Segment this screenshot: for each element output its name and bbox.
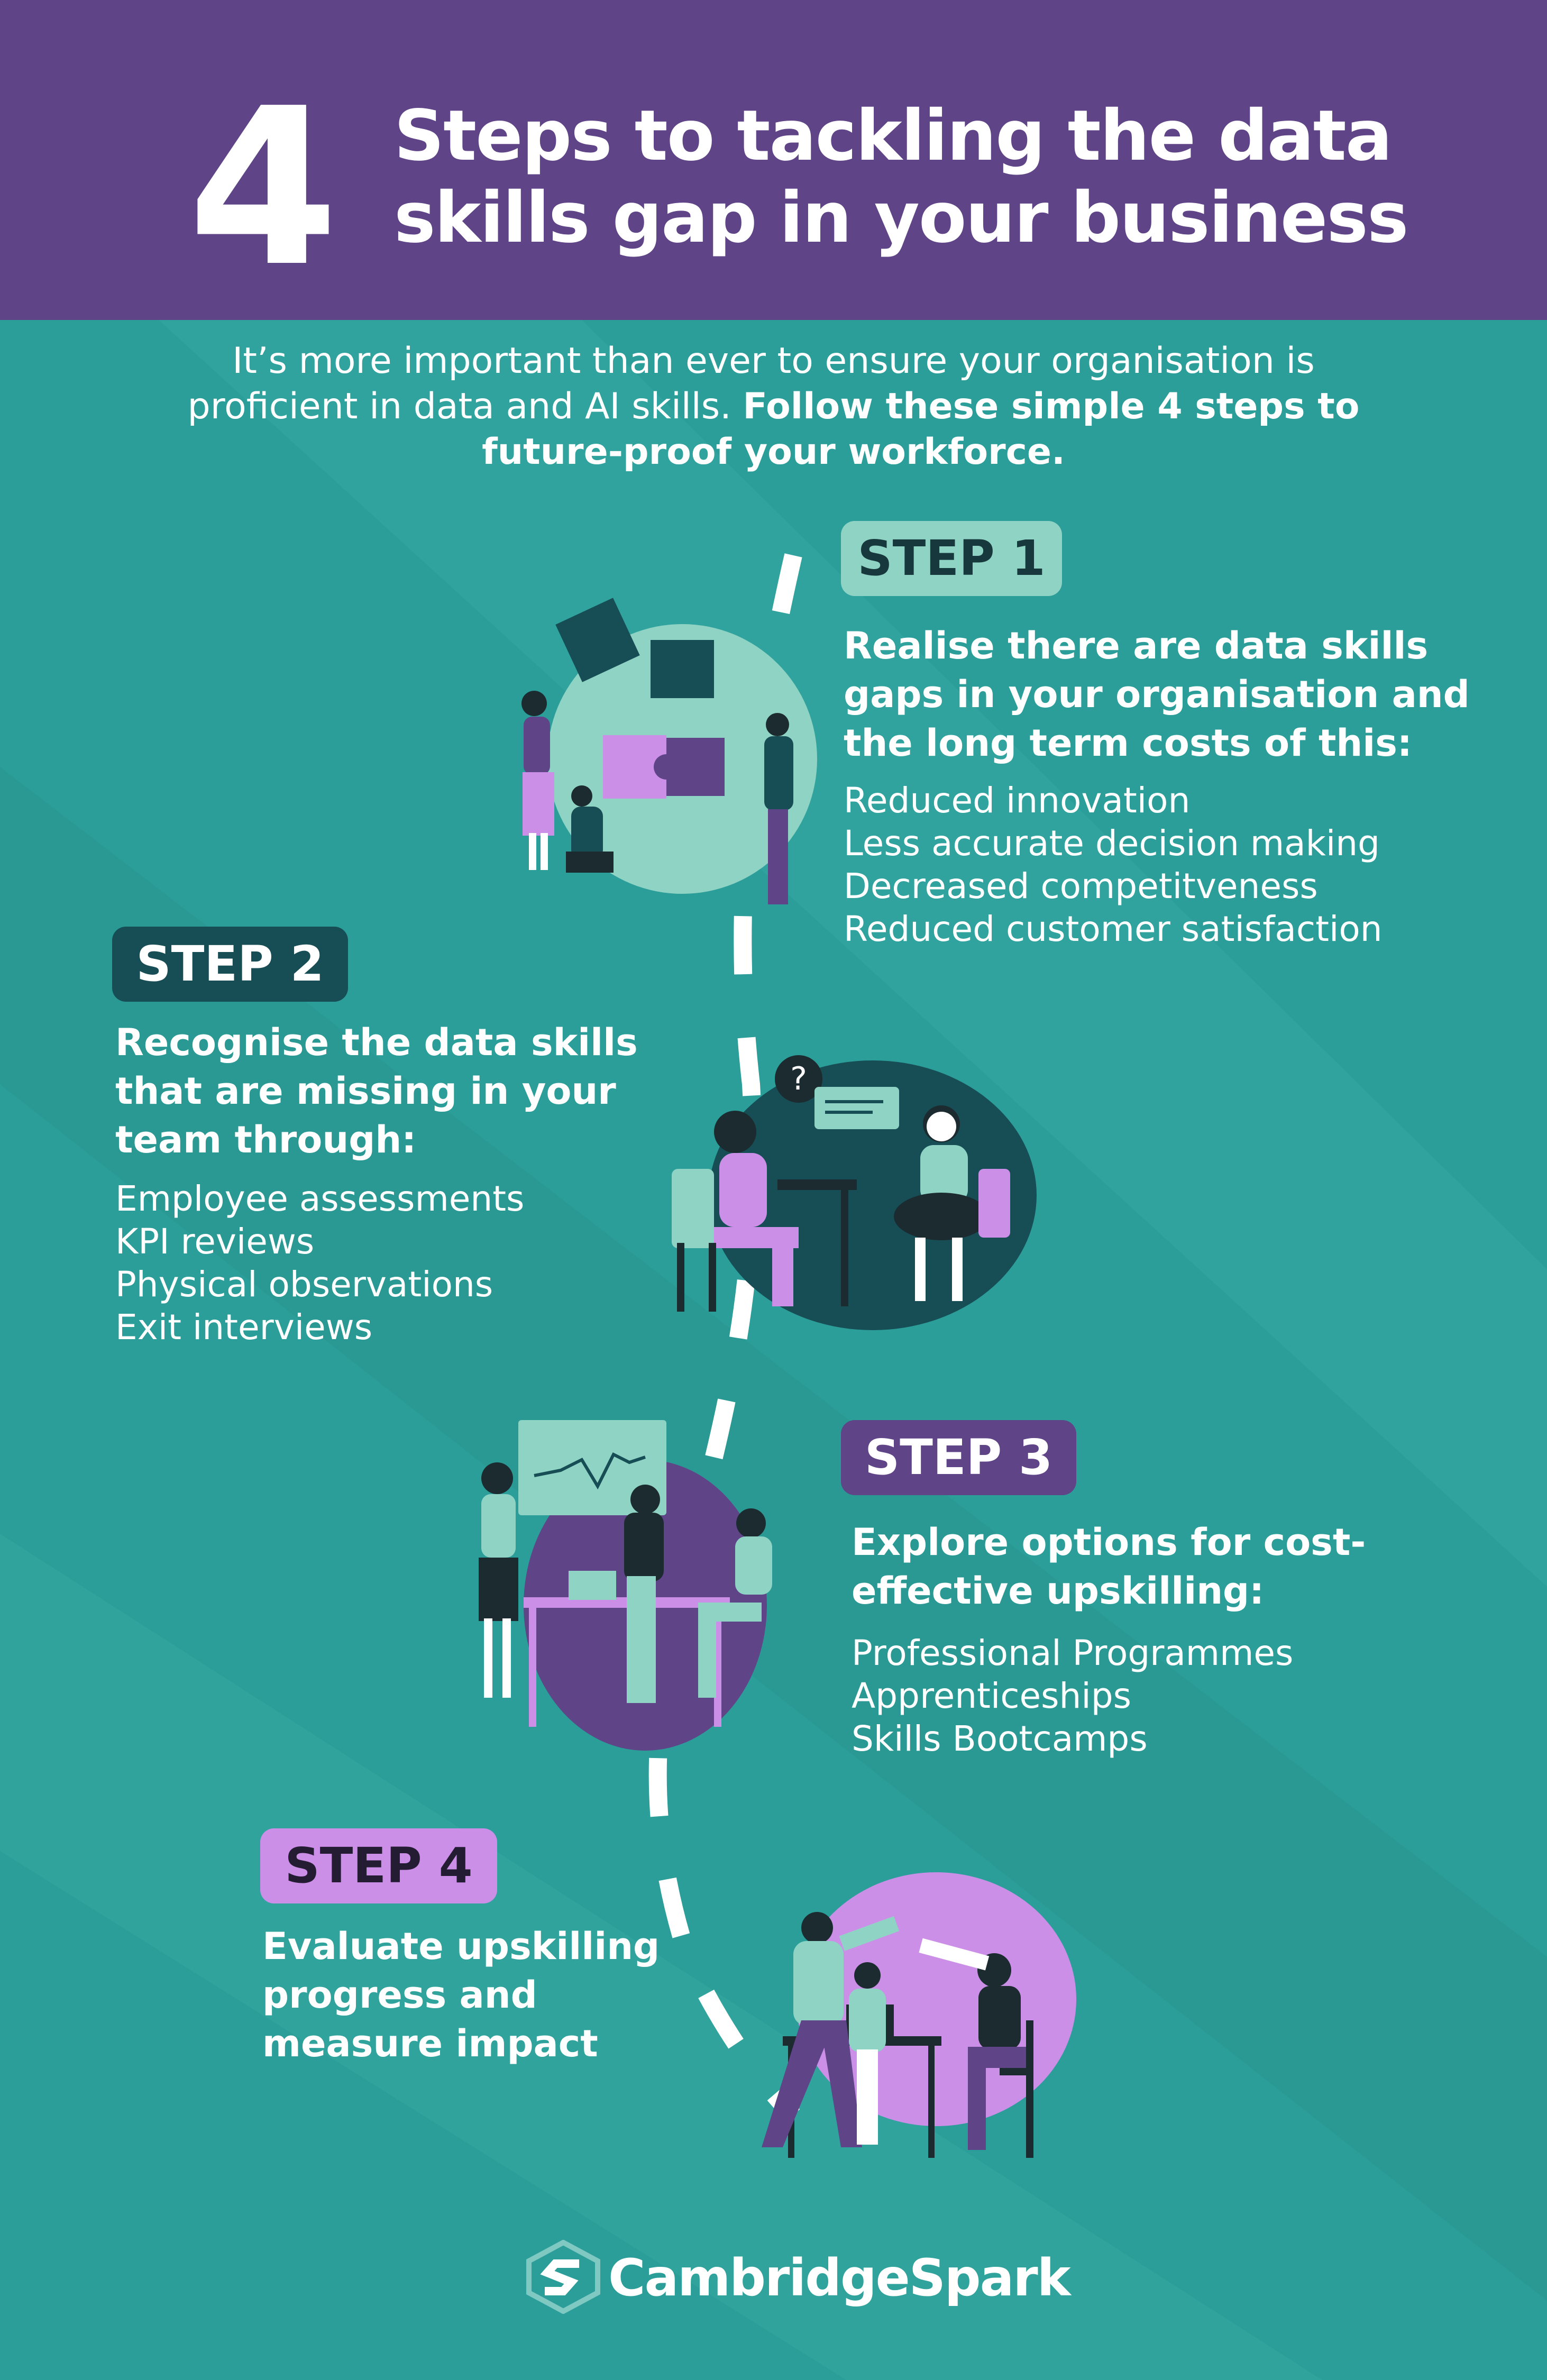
step-2-list: Employee assessments KPI reviews Physica… xyxy=(115,1177,524,1349)
step-count-number: 4 xyxy=(188,61,338,314)
step-2-heading: Recognise the data skills that are missi… xyxy=(115,1018,697,1164)
list-item: Physical observations xyxy=(115,1264,493,1305)
step-2-badge: STEP 2 xyxy=(112,927,348,1002)
title-line-2: skills gap in your business xyxy=(394,177,1408,259)
step-1-badge: STEP 1 xyxy=(841,521,1062,596)
step-4-heading-line: Evaluate upskilling xyxy=(262,1925,660,1968)
brand-logo: CambridgeSpark xyxy=(524,2237,1071,2317)
title-line-1: Steps to tackling the data xyxy=(394,95,1393,177)
list-item: Professional Programmes xyxy=(852,1633,1294,1673)
step-1-heading-line: gaps in your organisation and xyxy=(844,673,1470,716)
cambridge-spark-logo-icon xyxy=(526,2240,600,2314)
list-item: Reduced customer satisfaction xyxy=(844,909,1383,949)
svg-text:?: ? xyxy=(790,1060,807,1097)
step-1-list: Reduced innovation Less accurate decisio… xyxy=(844,779,1383,950)
list-item: Skills Bootcamps xyxy=(852,1718,1148,1759)
step-4-heading: Evaluate upskilling progress and measure… xyxy=(262,1922,738,2068)
list-item: Reduced innovation xyxy=(844,780,1191,821)
step-2-heading-line: that are missing in your xyxy=(115,1069,616,1113)
list-item: Employee assessments xyxy=(115,1178,525,1219)
step-4-heading-line: measure impact xyxy=(262,2022,598,2065)
step-1-heading-line: the long term costs of this: xyxy=(844,721,1412,765)
step-3-badge: STEP 3 xyxy=(841,1420,1076,1495)
list-item: Apprenticeships xyxy=(852,1676,1131,1716)
list-item: Less accurate decision making xyxy=(844,823,1380,864)
team-high-five-illustration xyxy=(762,1872,1076,2158)
team-assembling-puzzle-illustration xyxy=(521,598,817,904)
step-3-heading-line: effective upskilling: xyxy=(852,1569,1265,1613)
step-1-heading-line: Realise there are data skills xyxy=(844,624,1429,667)
intro-line-1: It’s more important than ever to ensure … xyxy=(232,340,1315,382)
intro-bold-line-1: Follow these simple 4 steps to xyxy=(743,386,1360,427)
header-banner: 4 Steps to tackling the data skills gap … xyxy=(0,0,1547,320)
brand-name: CambridgeSpark xyxy=(608,2248,1071,2308)
team-meeting-chart-illustration xyxy=(479,1420,772,1751)
list-item: KPI reviews xyxy=(115,1221,315,1262)
step-4-badge: STEP 4 xyxy=(260,1828,497,1903)
list-item: Exit interviews xyxy=(115,1307,373,1348)
step-3-heading: Explore options for cost- effective upsk… xyxy=(852,1518,1513,1615)
intro-line-2: proficient in data and AI skills. xyxy=(187,386,731,427)
list-item: Decreased competitveness xyxy=(844,866,1318,907)
intro-text: It’s more important than ever to ensure … xyxy=(153,338,1394,475)
page-title: Steps to tackling the data skills gap in… xyxy=(394,95,1408,259)
step-1-heading: Realise there are data skills gaps in yo… xyxy=(844,621,1505,767)
step-2-heading-line: team through: xyxy=(115,1118,417,1161)
two-people-talking-illustration: ? xyxy=(672,1055,1037,1330)
step-2-heading-line: Recognise the data skills xyxy=(115,1021,638,1064)
intro-bold-line-2: future-proof your workforce. xyxy=(482,431,1065,473)
step-3-list: Professional Programmes Apprenticeships … xyxy=(852,1632,1293,1760)
step-3-heading-line: Explore options for cost- xyxy=(852,1521,1366,1564)
step-4-heading-line: progress and xyxy=(262,1973,537,2017)
